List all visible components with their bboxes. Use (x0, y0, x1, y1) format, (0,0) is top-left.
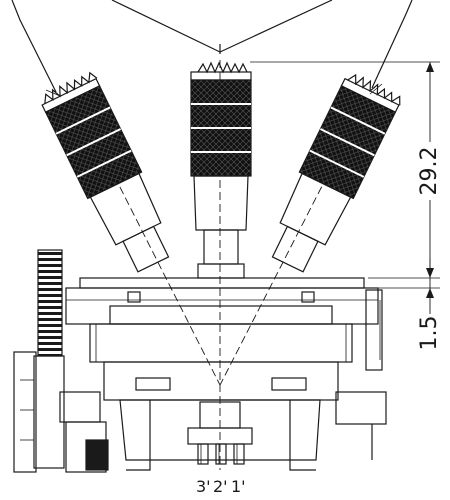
housing (65, 277, 379, 471)
dimension-offset (368, 258, 440, 314)
angle-reference-lines (11, 0, 413, 97)
left-side-mechanism (13, 249, 109, 473)
connector-left (41, 71, 170, 273)
pin-label-3: 3' (196, 477, 211, 496)
connector-center (190, 61, 252, 279)
connector-right (271, 73, 401, 273)
right-side-mechanism (335, 289, 387, 460)
height-dimension-label: 29.2 (417, 147, 442, 196)
pin-label-1: 1' (231, 477, 246, 496)
offset-dimension-label: 1.5 (417, 316, 442, 351)
pin-label-2: 2' (213, 477, 228, 496)
terminal-pins (197, 443, 245, 465)
